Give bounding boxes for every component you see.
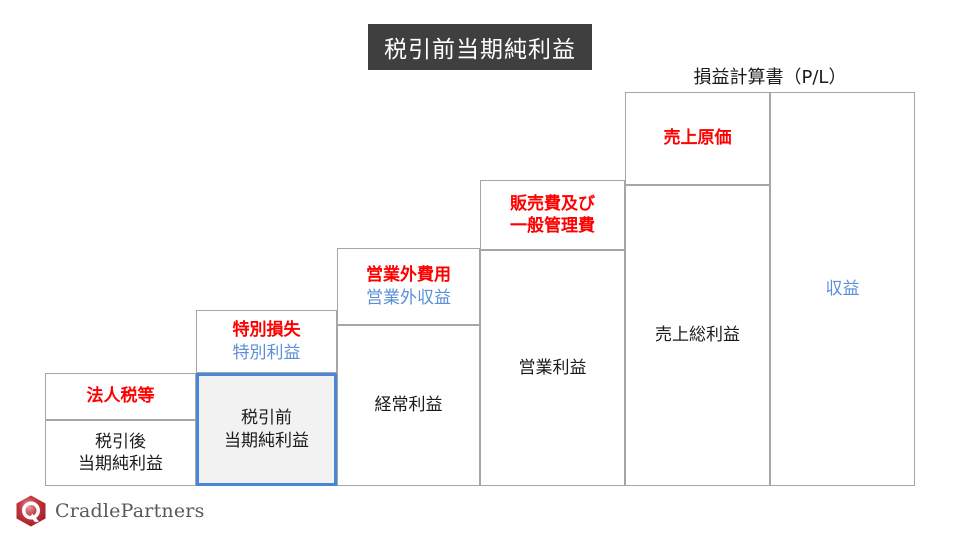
cell-gross-profit: 売上総利益: [625, 185, 770, 486]
label-extraordinary-loss: 特別損失: [232, 319, 301, 340]
cell-after-tax-net-income: 税引後 当期純利益: [45, 420, 196, 486]
label-extraordinary-gain: 特別利益: [232, 343, 301, 363]
brand-logo: CradlePartners: [14, 494, 205, 528]
label-non-operating-expense: 営業外費用: [366, 264, 451, 285]
logo-text: CradlePartners: [55, 500, 205, 522]
statement-caption: 損益計算書（P/L）: [693, 67, 847, 88]
cell-non-operating-items: 営業外費用 営業外収益: [337, 248, 480, 325]
cell-sga-expenses: 販売費及び 一般管理費: [480, 180, 625, 250]
cell-revenue: 収益: [770, 92, 915, 486]
cell-operating-profit: 営業利益: [480, 250, 625, 486]
cell-cost-of-goods-sold: 売上原価: [625, 92, 770, 185]
hexagon-swirl-icon: [14, 494, 48, 528]
cell-pretax-net-income-highlighted: 税引前 当期純利益: [196, 373, 337, 486]
label-non-operating-income: 営業外収益: [366, 288, 451, 308]
cell-ordinary-profit: 経常利益: [337, 325, 480, 486]
cell-income-taxes: 法人税等: [45, 373, 196, 420]
title-banner: 税引前当期純利益: [368, 24, 592, 70]
cell-extraordinary-items: 特別損失 特別利益: [196, 310, 337, 373]
